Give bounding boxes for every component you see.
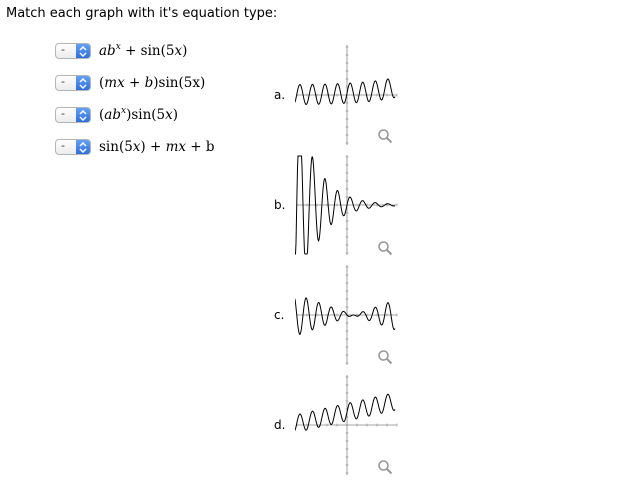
axes <box>296 375 398 475</box>
graph-select-2[interactable]: - <box>55 75 91 91</box>
magnifier-icon[interactable] <box>377 240 393 256</box>
graph-label-a: a. <box>274 88 286 102</box>
graph-select-3[interactable]: - <box>55 107 91 123</box>
match-row-2: - (mx + b)sin(5x) <box>55 74 205 92</box>
function-curve <box>295 297 396 335</box>
match-row-3: - (abx)sin(5x) <box>55 106 178 124</box>
chevron-up-down-icon <box>76 76 90 90</box>
function-curve <box>295 78 396 106</box>
select-value: - <box>61 43 65 56</box>
chevron-up-down-icon <box>76 140 90 154</box>
graph-d <box>295 375 398 475</box>
graph-label-c: c. <box>274 308 285 322</box>
function-curve <box>295 393 396 431</box>
match-row-1: - abx + sin(5x) <box>55 42 187 60</box>
chevron-up-down-icon <box>76 44 90 58</box>
function-curve <box>295 155 396 255</box>
graph-c <box>295 265 398 365</box>
select-value: - <box>61 107 65 120</box>
chevron-up-down-icon <box>76 108 90 122</box>
magnifier-icon[interactable] <box>377 128 393 144</box>
equation-label-3: (abx)sin(5x) <box>99 106 179 124</box>
graph-label-d: d. <box>274 418 286 432</box>
select-value: - <box>61 139 65 152</box>
equation-label-2: (mx + b)sin(5x) <box>99 75 206 91</box>
graph-select-1[interactable]: - <box>55 43 91 59</box>
graph-a <box>295 45 398 145</box>
match-row-4: - sin(5x) + mx + b <box>55 138 215 156</box>
select-value: - <box>61 75 65 88</box>
magnifier-icon[interactable] <box>377 459 393 475</box>
graph-b <box>295 155 398 255</box>
magnifier-icon[interactable] <box>377 349 393 365</box>
equation-label-1: abx + sin(5x) <box>99 42 188 60</box>
graph-label-b: b. <box>274 198 286 212</box>
equation-label-4: sin(5x) + mx + b <box>99 139 215 155</box>
graph-select-4[interactable]: - <box>55 139 91 155</box>
question-prompt: Match each graph with it's equation type… <box>6 6 278 21</box>
